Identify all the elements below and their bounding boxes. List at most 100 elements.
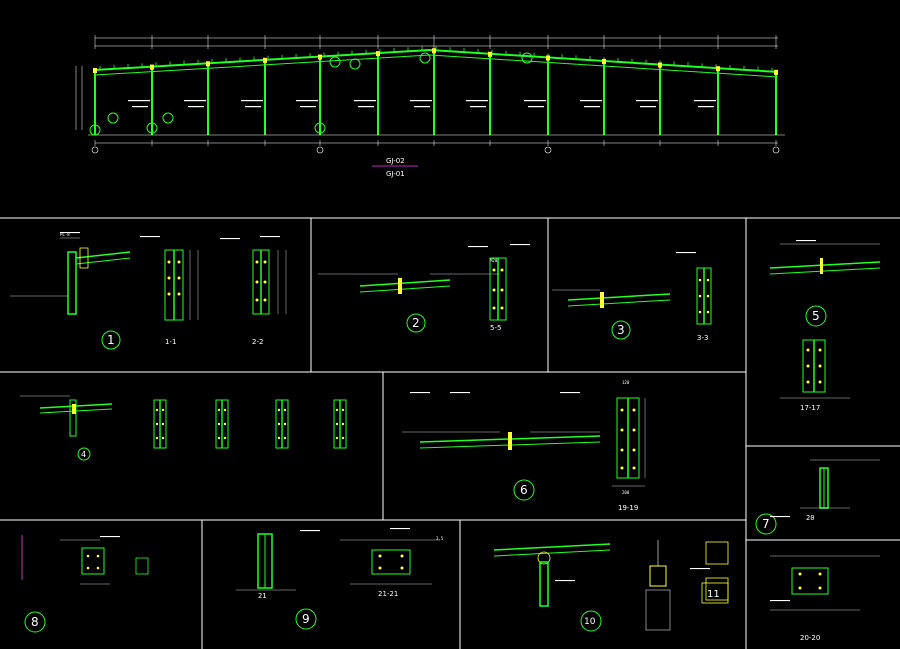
section-label: 2-2 xyxy=(252,338,263,346)
column-text-mark xyxy=(300,106,316,108)
detail-number: 1 xyxy=(107,333,115,347)
detail-5 xyxy=(769,243,881,399)
bolt xyxy=(283,408,287,412)
bolt xyxy=(335,408,339,412)
detail-circle-7: 7 xyxy=(755,513,777,535)
annotation-mark xyxy=(555,580,575,582)
bolt xyxy=(335,422,339,426)
dim-text: 3.5 xyxy=(436,536,444,541)
detail-number-circles: 1 2 3 4 5 6 7 8 xyxy=(24,305,827,633)
column-text-mark xyxy=(698,106,714,108)
bolt xyxy=(217,408,221,412)
column-text-mark xyxy=(580,100,602,102)
detail-number: 7 xyxy=(762,517,770,531)
bolt xyxy=(223,436,227,440)
annotation-mark xyxy=(140,236,160,238)
column-text-mark xyxy=(245,106,261,108)
bolt xyxy=(155,436,159,440)
column-text-mark xyxy=(354,100,376,102)
annotation-mark xyxy=(770,600,790,602)
bolt-joint xyxy=(263,57,267,63)
annotation-mark xyxy=(300,530,320,532)
frame-detail-circle xyxy=(419,52,431,64)
column-text-mark xyxy=(528,106,544,108)
annotation-mark xyxy=(796,240,816,242)
annotation-mark xyxy=(690,568,710,570)
column-text-mark xyxy=(184,100,206,102)
detail-number: 8 xyxy=(31,615,39,629)
section-label: 1-1 xyxy=(165,338,176,346)
bolt xyxy=(161,422,165,426)
dim-text: PL-8 xyxy=(60,232,70,237)
detail-9 xyxy=(236,533,440,591)
bolt xyxy=(155,408,159,412)
detail-number: 4 xyxy=(81,450,86,459)
detail-box-11: 11 xyxy=(701,582,729,604)
dimension-texts: 120 200 20 21 3.5 M20 PL-8 xyxy=(60,232,814,600)
column-text-mark xyxy=(584,106,600,108)
column-text-mark xyxy=(296,100,318,102)
detail-circle-2: 2 xyxy=(406,313,426,333)
column-text-mark xyxy=(241,100,263,102)
bolt xyxy=(155,422,159,426)
detail-20 xyxy=(770,555,880,611)
detail-number: 3 xyxy=(617,323,625,337)
annotation-mark xyxy=(100,536,120,538)
bolt xyxy=(335,436,339,440)
detail-number: 2 xyxy=(412,316,420,330)
bolt xyxy=(161,408,165,412)
frame-detail-circle xyxy=(329,56,341,68)
frame-detail-circle xyxy=(107,112,119,124)
bolt xyxy=(283,436,287,440)
bolt xyxy=(341,408,345,412)
bolt xyxy=(217,436,221,440)
bolt-joint xyxy=(150,64,154,70)
column-text-mark xyxy=(466,100,488,102)
frame-detail-circle xyxy=(146,122,158,134)
annotation-mark xyxy=(390,528,410,530)
column-text-mark xyxy=(470,106,486,108)
detail-number: 10 xyxy=(584,617,596,627)
dim-text: 20 xyxy=(806,514,814,522)
bolt-joint xyxy=(546,55,550,61)
column-text-mark xyxy=(636,100,658,102)
column-text-mark xyxy=(524,100,546,102)
bolt xyxy=(277,436,281,440)
bolt xyxy=(341,422,345,426)
bolt-joint xyxy=(774,69,778,75)
frame-detail-circle xyxy=(314,122,326,134)
bolt-joint xyxy=(93,68,97,73)
bolt-joint xyxy=(488,51,492,57)
detail-7 xyxy=(800,459,880,509)
bolt xyxy=(277,422,281,426)
annotation-mark xyxy=(510,244,530,246)
detail-circle-9: 9 xyxy=(295,608,317,630)
detail-circle-8: 8 xyxy=(24,611,46,633)
detail-3 xyxy=(552,267,712,325)
bolt xyxy=(283,422,287,426)
annotation-mark xyxy=(676,252,696,254)
detail-number: 9 xyxy=(302,612,310,626)
section-label: 19-19 xyxy=(618,504,638,512)
bolt-joint xyxy=(602,59,606,64)
detail-number: 5 xyxy=(812,309,820,323)
column-text-mark xyxy=(128,100,150,102)
column-text-mark xyxy=(414,106,430,108)
detail-circle-1: 1 xyxy=(101,330,121,350)
detail-circle-5: 5 xyxy=(805,305,827,327)
annotation-marks xyxy=(60,232,816,602)
detail-6 xyxy=(402,397,646,487)
column-text-mark xyxy=(694,100,716,102)
frame-label-upper: GJ-02 xyxy=(386,157,405,165)
bolt-joint xyxy=(432,48,436,54)
bolt xyxy=(217,422,221,426)
detail-8 xyxy=(21,535,149,585)
frame-detail-circle xyxy=(521,52,533,64)
detail-2 xyxy=(318,257,507,321)
column-text-mark xyxy=(358,106,374,108)
bolt-joint xyxy=(716,66,720,72)
bolt xyxy=(341,436,345,440)
bolt-joint xyxy=(318,54,322,60)
bolt xyxy=(223,422,227,426)
